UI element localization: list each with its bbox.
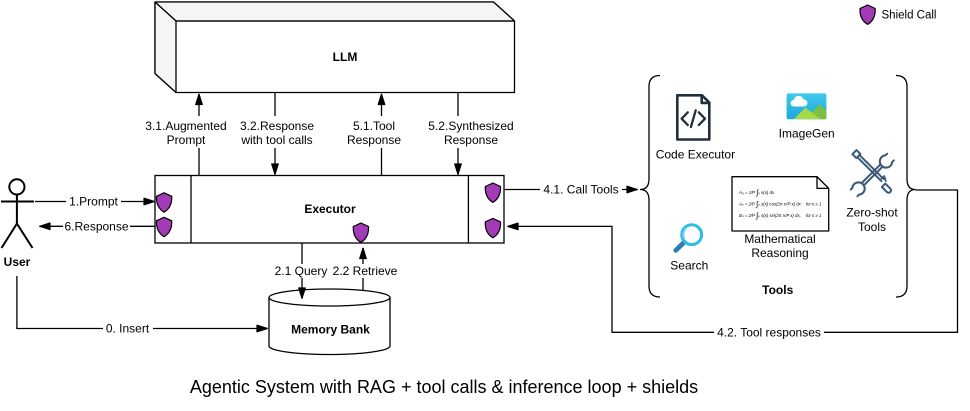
svg-text:with tool calls: with tool calls — [240, 133, 312, 147]
svg-text:Zero-shot: Zero-shot — [846, 205, 898, 219]
svg-text:Tools: Tools — [762, 283, 793, 297]
svg-text:Search: Search — [670, 259, 708, 273]
svg-text:3.1.Augmented: 3.1.Augmented — [145, 119, 226, 133]
svg-text:0. Insert: 0. Insert — [106, 322, 150, 336]
svg-text:5.2.Synthesized: 5.2.Synthesized — [428, 119, 513, 133]
svg-text:Response: Response — [444, 133, 498, 147]
svg-text:Executor: Executor — [304, 202, 356, 216]
svg-text:Aₙ = 2/P ∫ₚ s(x) cos(2π n/P x): Aₙ = 2/P ∫ₚ s(x) cos(2π n/P x) dx — [738, 200, 802, 209]
svg-text:2.2 Retrieve: 2.2 Retrieve — [333, 264, 398, 278]
svg-text:A₀ = 1/P ∫ₚ s(x) dx: A₀ = 1/P ∫ₚ s(x) dx — [738, 188, 775, 197]
svg-text:4.1. Call Tools: 4.1. Call Tools — [543, 183, 618, 197]
svg-text:5.1.Tool: 5.1.Tool — [353, 119, 395, 133]
svg-text:Mathematical: Mathematical — [744, 232, 815, 246]
svg-text:3.2.Response: 3.2.Response — [240, 119, 314, 133]
svg-text:4.2. Tool responses: 4.2. Tool responses — [717, 325, 821, 339]
svg-text:for n ≥ 1: for n ≥ 1 — [806, 202, 821, 207]
svg-text:Shield Call: Shield Call — [882, 10, 937, 22]
svg-text:Bₙ = 2/P ∫ₚ s(x) sin(2π n/P x): Bₙ = 2/P ∫ₚ s(x) sin(2π n/P x) dx, — [739, 211, 801, 220]
svg-text:Reasoning: Reasoning — [751, 246, 808, 260]
svg-text:User: User — [4, 255, 31, 269]
svg-text:6.Response: 6.Response — [64, 219, 128, 233]
svg-text:Memory Bank: Memory Bank — [291, 322, 370, 336]
svg-text:Agentic System with RAG + tool: Agentic System with RAG + tool calls & i… — [190, 377, 698, 397]
svg-text:Tools: Tools — [858, 220, 886, 234]
svg-text:2.1 Query: 2.1 Query — [275, 264, 328, 278]
svg-text:Prompt: Prompt — [167, 133, 206, 147]
svg-text:1.Prompt: 1.Prompt — [69, 195, 118, 209]
svg-text:for n ≥ 1: for n ≥ 1 — [806, 213, 821, 218]
svg-text:Code Executor: Code Executor — [656, 148, 735, 162]
svg-text:Response: Response — [347, 133, 401, 147]
svg-text:ImageGen: ImageGen — [779, 127, 835, 141]
svg-text:LLM: LLM — [333, 50, 358, 64]
